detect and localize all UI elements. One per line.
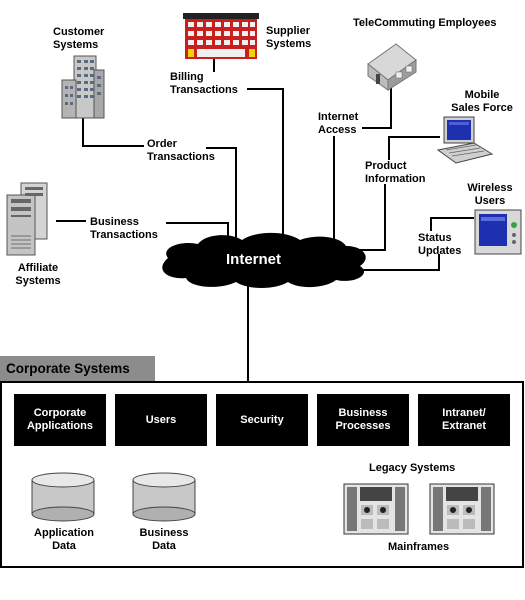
corporate-applications-block: Corporate Applications bbox=[14, 394, 106, 446]
line-wireless-v bbox=[430, 217, 432, 231]
line-affiliate-h1 bbox=[56, 220, 86, 222]
internet-cloud-icon bbox=[150, 228, 375, 290]
legacy-systems-label: Legacy Systems bbox=[369, 462, 456, 474]
line-ia-v bbox=[333, 136, 335, 248]
product-information-label: Product Information bbox=[365, 160, 426, 185]
house-icon bbox=[362, 40, 418, 92]
wireless-device-icon bbox=[474, 209, 522, 255]
line-supplier-v bbox=[213, 58, 215, 72]
line-mobile-v bbox=[388, 136, 390, 160]
internet-label: Internet bbox=[226, 251, 282, 268]
mobile-sales-force-label: Mobile Sales Force bbox=[451, 89, 513, 114]
office-building-icon bbox=[60, 54, 106, 120]
line-billing-v bbox=[282, 88, 284, 238]
line-status-h bbox=[330, 269, 440, 271]
line-affiliate-h2 bbox=[166, 222, 228, 224]
intranet-extranet-block: Intranet/ Extranet bbox=[418, 394, 510, 446]
line-customer-v bbox=[82, 118, 84, 146]
security-block: Security bbox=[216, 394, 308, 446]
line-product-v bbox=[384, 184, 386, 250]
line-product-h bbox=[358, 249, 386, 251]
factory-building-icon bbox=[183, 13, 259, 59]
corporate-systems-box bbox=[0, 381, 524, 568]
business-processes-label: Business Processes bbox=[335, 407, 391, 432]
line-mobile-h bbox=[388, 136, 440, 138]
intranet-extranet-label: Intranet/ Extranet bbox=[441, 407, 487, 432]
status-updates-label: Status Updates bbox=[418, 232, 462, 257]
line-billing-h bbox=[247, 88, 283, 90]
supplier-systems-label: Supplier Systems bbox=[266, 25, 312, 50]
business-transactions-label: Business Transactions bbox=[90, 216, 158, 241]
users-label: Users bbox=[145, 413, 177, 426]
wireless-users-label: Wireless Users bbox=[467, 182, 513, 207]
line-tele-h bbox=[362, 127, 392, 129]
line-customer-h1 bbox=[82, 145, 144, 147]
line-customer-v2 bbox=[235, 147, 237, 242]
line-status-v bbox=[438, 254, 440, 270]
line-wireless-h bbox=[430, 217, 474, 219]
users-block: Users bbox=[115, 394, 207, 446]
corporate-systems-title: Corporate Systems bbox=[0, 356, 155, 381]
mainframe-icon-2 bbox=[429, 483, 495, 535]
order-transactions-label: Order Transactions bbox=[147, 138, 215, 163]
laptop-icon bbox=[436, 116, 494, 164]
corporate-applications-label: Corporate Applications bbox=[26, 407, 93, 432]
customer-systems-label: Customer Systems bbox=[53, 26, 105, 51]
business-processes-block: Business Processes bbox=[317, 394, 409, 446]
affiliate-systems-label: Affiliate Systems bbox=[15, 262, 61, 287]
line-customer-h2 bbox=[206, 147, 236, 149]
application-data-database-icon bbox=[30, 472, 96, 522]
application-data-label: Application Data bbox=[34, 527, 94, 552]
business-data-database-icon bbox=[131, 472, 197, 522]
line-tele-v bbox=[390, 88, 392, 129]
telecommuting-label: TeleCommuting Employees bbox=[353, 17, 497, 29]
business-data-label: Business Data bbox=[139, 527, 189, 552]
line-internet-corp bbox=[247, 282, 249, 382]
security-label: Security bbox=[240, 413, 284, 426]
server-tower-icon bbox=[5, 181, 49, 257]
line-affiliate-v bbox=[227, 222, 229, 242]
internet-access-label: Internet Access bbox=[318, 111, 359, 136]
mainframe-icon-1 bbox=[343, 483, 409, 535]
billing-transactions-label: Billing Transactions bbox=[170, 71, 238, 96]
mainframes-label: Mainframes bbox=[388, 541, 450, 553]
